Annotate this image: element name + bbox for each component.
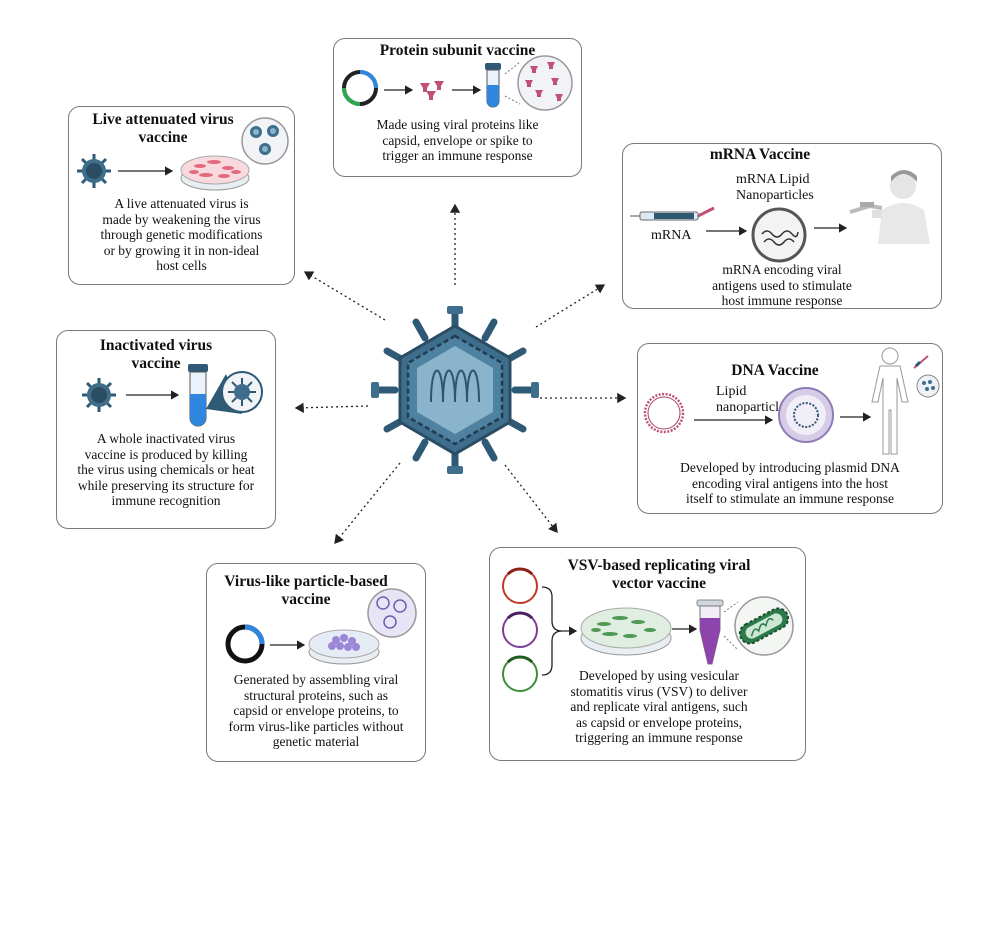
human-body-icon [871, 347, 940, 455]
dna-vaccine-title: DNA Vaccine [731, 362, 819, 379]
person-vaccination-icon [849, 170, 930, 244]
live-petri-dish-icon [180, 155, 250, 191]
live-zoom-circle [241, 117, 289, 165]
mrna-vaccine-title: mRNA Vaccine [709, 146, 811, 163]
vsv-vaccine-box [489, 547, 806, 761]
live-arrow [118, 166, 174, 176]
arrow-to-live [303, 271, 386, 321]
dna-lnp-icon [778, 387, 834, 443]
vsv-plasmid-red-icon [502, 567, 538, 604]
vsv-petri-dish-icon [580, 607, 672, 656]
vsv-tube-icon [696, 599, 724, 665]
spike-protein-icon [420, 81, 444, 100]
inactivated-virus-box [56, 330, 276, 529]
inactivated-virus-icon [82, 378, 116, 412]
vsv-arrow [672, 624, 698, 634]
mrna-arrow-2 [814, 223, 848, 233]
vlp-zoom-circle [367, 588, 417, 638]
dna-plasmid-icon [643, 392, 685, 434]
protein-plasmid-icon [342, 70, 378, 106]
center-virus-icon [371, 306, 539, 474]
mrna-arrow-1 [706, 226, 748, 236]
protein-tube-icon [485, 63, 501, 108]
protein-arrow-1 [384, 85, 414, 95]
inactivated-tube-icon [188, 364, 263, 427]
mrna-lnp-icon [751, 207, 807, 263]
inactivated-arrow [126, 390, 180, 400]
vsv-plasmid-green-icon [502, 655, 538, 692]
protein-zoom-circle [504, 55, 573, 111]
vlp-arrow [270, 640, 306, 650]
arrow-to-inactivated [294, 402, 369, 413]
mrna-label: mRNA [651, 228, 692, 243]
vsv-bracket [541, 586, 578, 676]
dna-arrow-1 [694, 415, 774, 425]
vsv-plasmid-purple-icon [502, 611, 538, 648]
arrow-to-mrna [535, 284, 606, 328]
dna-arrow-2 [840, 412, 872, 422]
live-virus-icon [77, 154, 111, 188]
arrow-to-vlp [334, 462, 401, 545]
protein-subunit-title: Protein subunit vaccine [379, 42, 536, 59]
vlp-plasmid-icon [225, 624, 265, 664]
protein-arrow-2 [452, 85, 482, 95]
vsv-zoom-circle [723, 596, 794, 656]
vlp-petri-dish-icon [308, 629, 380, 665]
mrna-syringe-icon [630, 206, 715, 221]
arrow-to-vsv [504, 464, 558, 534]
